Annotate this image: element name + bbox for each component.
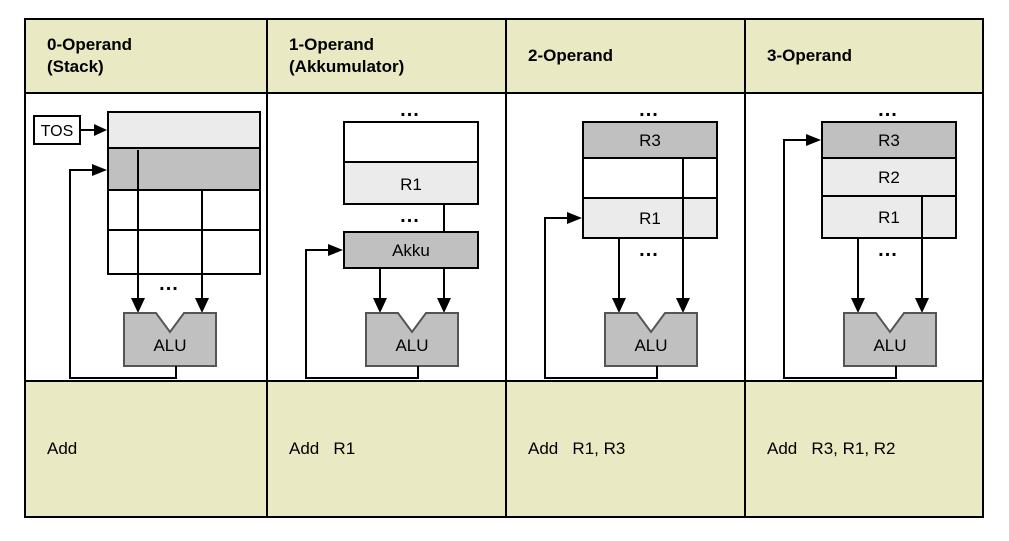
column-instruction-zero-operand: Add	[26, 382, 266, 516]
register-cell-label-r1: R1	[639, 209, 661, 228]
accumulator-label: Akku	[392, 241, 430, 260]
register-writeback-arrow	[567, 212, 582, 224]
tos-label: TOS	[41, 123, 74, 140]
alu-shape: ALU	[123, 312, 217, 367]
column-header-label: 2-Operand	[528, 46, 614, 66]
column-diagram-two-operand: ... R3 R1	[507, 94, 744, 382]
column-zero-operand: 0-Operand (Stack)	[26, 20, 266, 516]
accumulator-to-alu-arrow	[373, 268, 387, 313]
register-cell-label-r3: R3	[639, 131, 661, 150]
alu-result-feedback	[783, 139, 897, 379]
column-instruction-three-operand: Add R3, R1, R2	[746, 382, 982, 516]
tos-pointer: TOS	[33, 115, 107, 145]
column-header-three-operand: 3-Operand	[746, 20, 982, 94]
register-file-box: R3 R1	[582, 121, 718, 239]
stack-box	[107, 111, 261, 275]
stack-writeback-arrow	[92, 164, 107, 176]
register-file-box: R3 R2 R1	[821, 121, 957, 239]
accumulator-machine-diagram: ... R1 ...	[268, 94, 505, 380]
column-diagram-zero-operand: TOS ...	[26, 94, 266, 382]
column-header-label: 0-Operand (Stack)	[47, 35, 133, 76]
register-ellipsis-top: ...	[878, 99, 898, 121]
instruction-text: Add R3, R1, R2	[767, 439, 896, 458]
stack-machine-diagram: TOS ...	[26, 94, 266, 380]
two-operand-machine-diagram: ... R3 R1	[507, 94, 744, 380]
alu-result-feedback	[69, 169, 177, 379]
register-cell-label-r2: R2	[878, 168, 900, 187]
alu-shape: ALU	[843, 312, 937, 367]
column-instruction-one-operand: Add R1	[268, 382, 505, 516]
stack-to-alu-arrows	[131, 274, 209, 313]
stack-operand-wires	[137, 150, 203, 274]
register-ellipsis-bottom: ...	[639, 239, 659, 261]
register-ellipsis-top: ...	[400, 99, 420, 121]
column-header-label: 3-Operand	[767, 46, 853, 66]
column-header-two-operand: 2-Operand	[507, 20, 744, 94]
register-ellipsis-bottom: ...	[400, 205, 420, 227]
instruction-text: Add R1	[289, 439, 356, 458]
instruction-text: Add R1, R3	[528, 439, 626, 458]
column-two-operand: 2-Operand ... R3 R1	[505, 20, 744, 516]
accumulator-writeback-arrow	[328, 244, 343, 256]
register-cell-label-r1: R1	[400, 175, 422, 194]
three-operand-machine-diagram: ... R3 R2 R1	[746, 94, 982, 380]
alu-label: ALU	[153, 336, 186, 355]
column-diagram-three-operand: ... R3 R2 R1	[746, 94, 982, 382]
alu-shape: ALU	[604, 312, 698, 367]
register-cell-label-r3: R3	[878, 131, 900, 150]
register-ellipsis-bottom: ...	[878, 239, 898, 261]
alu-label: ALU	[873, 336, 906, 355]
column-header-label: 1-Operand (Akkumulator)	[289, 35, 405, 76]
column-diagram-one-operand: ... R1 ...	[268, 94, 505, 382]
column-header-one-operand: 1-Operand (Akkumulator)	[268, 20, 505, 94]
register-cell-label-r1: R1	[878, 208, 900, 227]
register-ellipsis-top: ...	[639, 99, 659, 121]
operand-format-table: 0-Operand (Stack)	[24, 18, 984, 518]
register-file-box: R1	[343, 121, 479, 205]
column-header-zero-operand: 0-Operand (Stack)	[26, 20, 266, 94]
alu-label: ALU	[634, 336, 667, 355]
column-instruction-two-operand: Add R1, R3	[507, 382, 744, 516]
stack-ellipsis: ...	[159, 273, 179, 295]
column-three-operand: 3-Operand ... R3 R2 R1	[744, 20, 982, 516]
alu-shape: ALU	[365, 312, 459, 367]
accumulator-box: Akku	[343, 231, 479, 269]
alu-result-feedback	[544, 217, 658, 379]
column-one-operand: 1-Operand (Akkumulator) ... R1	[266, 20, 505, 516]
alu-result-feedback	[305, 249, 419, 379]
register-to-alu-arrows	[612, 238, 690, 313]
register-writeback-arrow	[806, 134, 821, 146]
instruction-text: Add	[47, 439, 78, 458]
register-to-alu-arrows	[851, 238, 929, 313]
alu-label: ALU	[395, 336, 428, 355]
